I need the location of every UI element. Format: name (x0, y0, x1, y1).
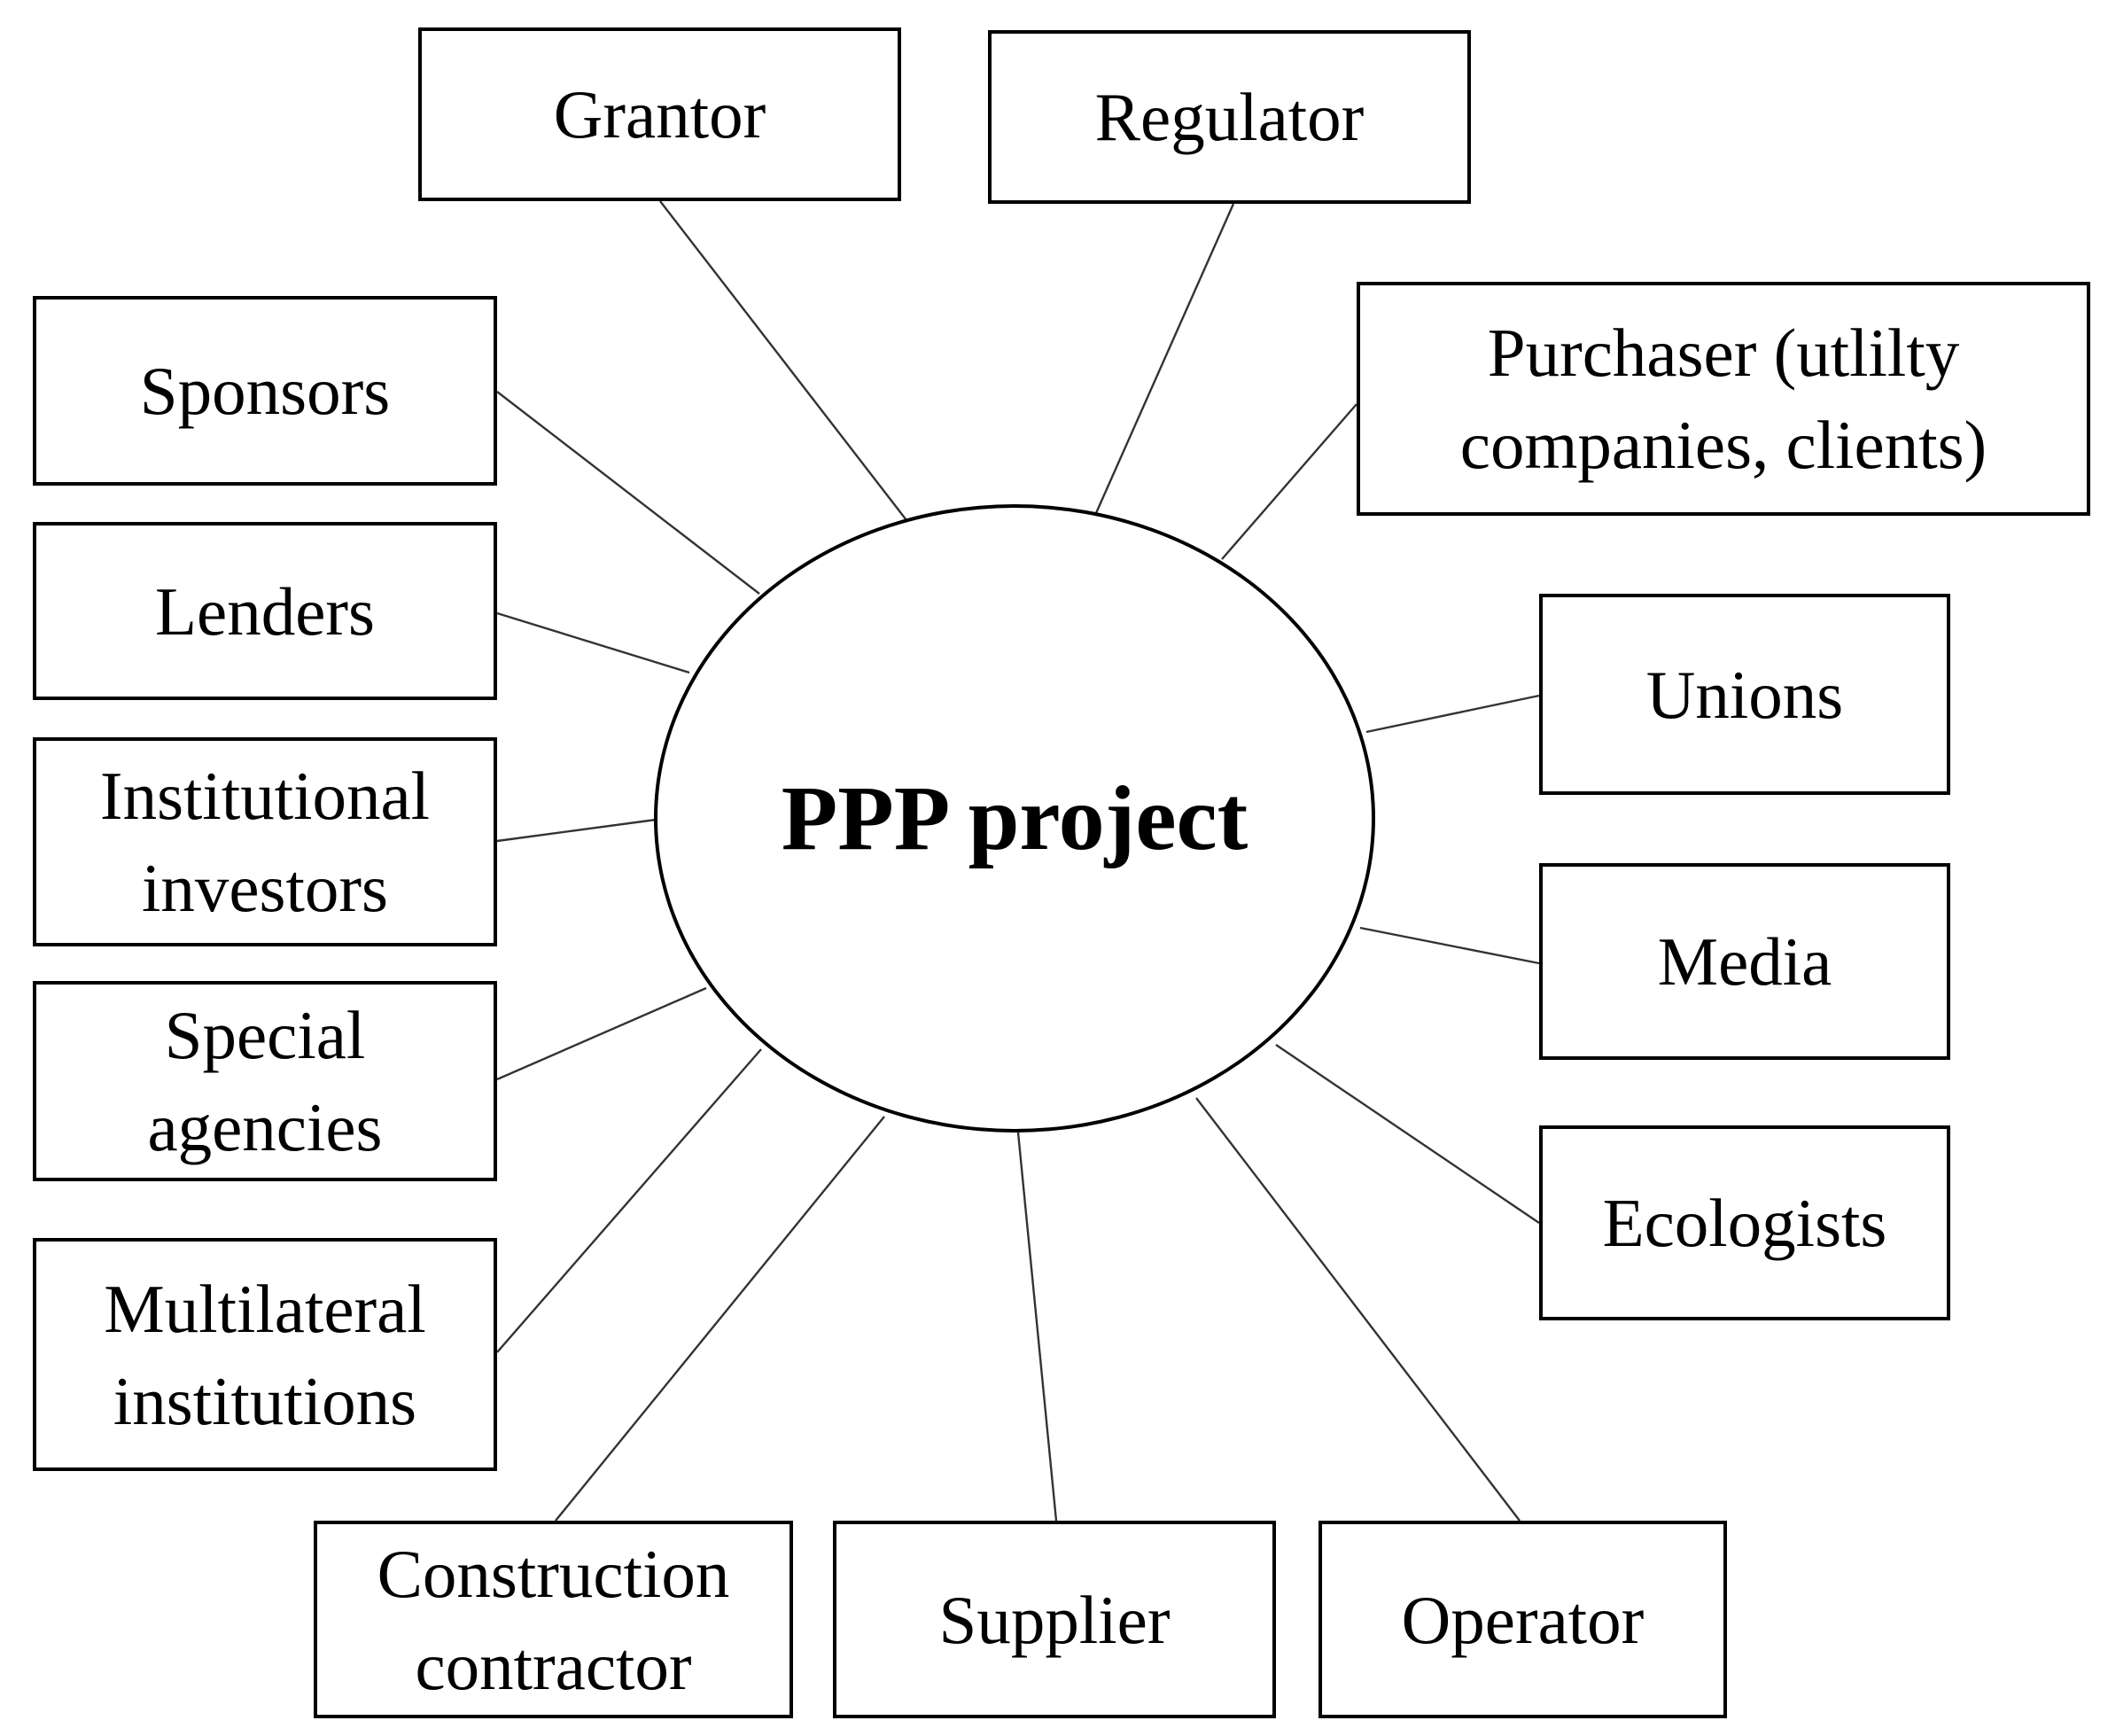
construction-contractor-label-line-2: contractor (415, 1627, 692, 1704)
connector-media (1359, 926, 1540, 965)
stakeholder-regulator: Regulator (988, 30, 1471, 204)
construction-contractor-label-line-1: Construction (377, 1535, 730, 1612)
stakeholder-lenders: Lenders (33, 522, 497, 700)
multilateral-institutions-label-line-1: Multilateral (104, 1270, 426, 1347)
connector-sponsors (496, 391, 760, 595)
connector-multilateral-institutions (496, 1048, 762, 1353)
institutional-investors-label-line-1: Institutional (99, 758, 431, 834)
lenders-label: Lenders (155, 572, 375, 650)
stakeholder-special-agencies: Special agencies (33, 981, 497, 1181)
ppp-project-label: PPP project (781, 767, 1248, 869)
connector-lenders (496, 611, 690, 674)
purchaser-label-line-2: companies, clients) (1459, 407, 1987, 483)
stakeholder-institutional-investors: Institutional investors (33, 737, 497, 946)
regulator-label: Regulator (1094, 79, 1365, 155)
ppp-project-node: PPP project (654, 504, 1375, 1133)
ecologists-label: Ecologists (1602, 1185, 1887, 1261)
operator-label: Operator (1401, 1581, 1645, 1658)
special-agencies-label-line-1: Special (164, 997, 366, 1073)
connector-regulator (1094, 203, 1235, 514)
connector-supplier (1016, 1132, 1058, 1522)
connector-purchaser (1221, 403, 1357, 560)
grantor-label: Grantor (553, 76, 766, 152)
connector-institutional-investors (496, 818, 657, 843)
stakeholder-operator: Operator (1318, 1521, 1727, 1718)
special-agencies-label-line-2: agencies (147, 1089, 383, 1165)
stakeholder-ecologists: Ecologists (1539, 1125, 1950, 1320)
stakeholder-construction-contractor: Construction contractor (314, 1521, 793, 1718)
connector-unions (1365, 694, 1540, 734)
purchaser-label: Purchaser (utlilty companies, clients) (1460, 307, 1987, 491)
connector-ecologists (1275, 1044, 1540, 1224)
institutional-investors-label: Institutional investors (100, 750, 430, 934)
stakeholder-unions: Unions (1539, 594, 1950, 795)
stakeholder-purchaser: Purchaser (utlilty companies, clients) (1357, 282, 2090, 516)
purchaser-label-line-1: Purchaser (utlilty (1487, 315, 1960, 391)
stakeholder-grantor: Grantor (418, 27, 901, 201)
supplier-label: Supplier (938, 1581, 1171, 1658)
media-label: Media (1657, 923, 1832, 1000)
multilateral-institutions-label-line-2: institutions (113, 1362, 417, 1439)
sponsors-label: Sponsors (139, 353, 391, 429)
stakeholder-media: Media (1539, 863, 1950, 1060)
connector-construction-contractor (555, 1116, 885, 1522)
construction-contractor-label: Construction contractor (377, 1528, 730, 1712)
connector-grantor (659, 200, 907, 521)
stakeholder-multilateral-institutions: Multilateral institutions (33, 1238, 497, 1471)
unions-label: Unions (1645, 656, 1844, 733)
stakeholder-supplier: Supplier (833, 1521, 1276, 1718)
connector-special-agencies (496, 986, 707, 1081)
multilateral-institutions-label: Multilateral institutions (104, 1263, 426, 1447)
institutional-investors-label-line-2: investors (141, 850, 389, 926)
special-agencies-label: Special agencies (147, 989, 382, 1173)
stakeholder-sponsors: Sponsors (33, 296, 497, 486)
connector-operator (1195, 1097, 1521, 1522)
